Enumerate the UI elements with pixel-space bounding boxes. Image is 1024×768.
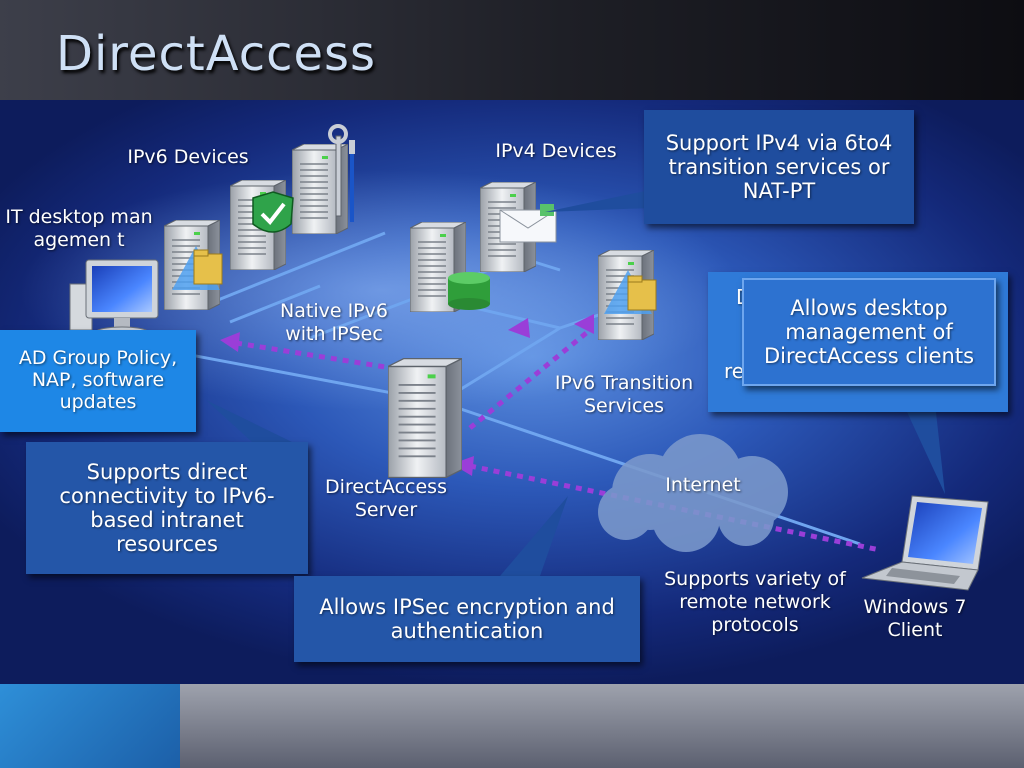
callout-pointer: [206, 400, 292, 442]
footer-accent-stripe: [0, 684, 180, 768]
page-title: DirectAccess: [56, 26, 377, 82]
callout-ipsec: Allows IPSec encryption and authenticati…: [294, 576, 640, 662]
label-it-desktop-management: IT desktop managemen t: [5, 206, 153, 251]
label-native-ipv6: Native IPv6 with IPSec: [280, 300, 388, 345]
hidden-callout-text-re: re: [724, 359, 745, 383]
folder-icon: [604, 270, 657, 314]
label-directaccess-server: DirectAccess Server: [325, 476, 447, 521]
laptop-icon: [861, 495, 989, 591]
callout-pointer: [545, 190, 650, 212]
server-icon: [388, 358, 462, 478]
callout-support-ipv4: Support IPv4 via 6to4 transition service…: [644, 110, 914, 224]
database-icon: [448, 272, 490, 310]
title-bar: [0, 0, 1024, 100]
label-ipv4-devices: IPv4 Devices: [495, 140, 617, 162]
label-ipv6-devices: IPv6 Devices: [127, 146, 249, 168]
desktop-computer-icon: [69, 259, 159, 338]
label-remote-protocols: Supports variety of remote network proto…: [664, 568, 846, 636]
label-ipv6-transition: IPv6 Transition Services: [554, 372, 694, 417]
diagram-canvas: D re Support IPv4 via 6to4 transition se…: [0, 100, 1024, 684]
callout-pointer: [500, 496, 568, 576]
wrench-icon: [328, 124, 355, 222]
envelope-icon: [499, 204, 557, 243]
shield-check-icon: [252, 191, 294, 233]
label-windows7-client: Windows 7 Client: [863, 596, 967, 641]
folder-icon: [172, 246, 223, 290]
cloud-icon: [598, 434, 788, 552]
callout-desktop-management: Allows desktop management of DirectAcces…: [742, 278, 996, 386]
callout-direct-connectivity: Supports direct connectivity to IPv6-bas…: [26, 442, 308, 574]
label-internet: Internet: [665, 474, 741, 496]
callout-ad-group-policy: AD Group Policy, NAP, software updates: [0, 330, 196, 432]
tunnel-arrowheads: [220, 314, 594, 476]
